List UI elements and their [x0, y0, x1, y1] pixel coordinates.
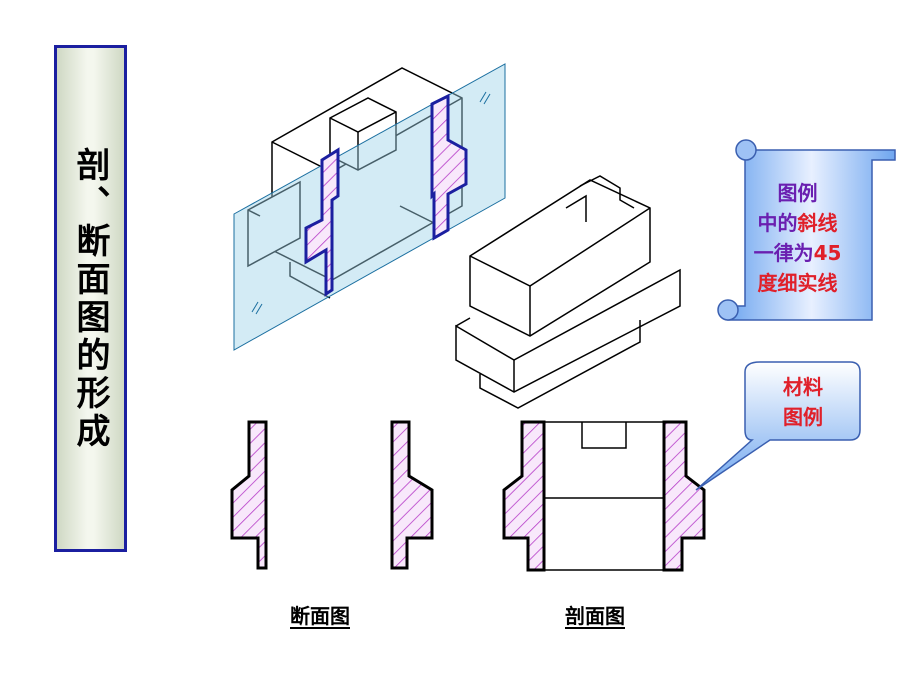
callout-line-1: 材料 [783, 375, 823, 399]
section-view-label: 断面图 [290, 604, 350, 628]
plane-section-left [304, 147, 340, 297]
section-view-right [390, 420, 434, 570]
callout-line-2: 图例 [783, 405, 823, 429]
plane-section-right [430, 93, 468, 241]
scroll-line-3: 一律为 [753, 241, 814, 265]
scroll-note [717, 139, 896, 321]
section-view-left [230, 420, 268, 570]
title-panel: 剖、断面图的形成 [54, 45, 127, 552]
scroll-line-2b: 斜线 [797, 211, 838, 235]
scroll-note-text: 图例 中的斜线 一律为45 度细实线 [740, 178, 855, 298]
cut-view-label: 剖面图 [565, 604, 625, 628]
cut-view [502, 420, 706, 572]
material-callout-text: 材料 图例 [758, 372, 848, 432]
material-callout [695, 361, 861, 491]
scroll-line-3b: 45 [813, 241, 842, 265]
scroll-line-1: 图例 [777, 181, 818, 205]
slide-title: 剖、断面图的形成 [70, 146, 110, 451]
isometric-half-block [455, 175, 681, 409]
scroll-line-2a: 中的 [757, 211, 798, 235]
scroll-line-4: 度细实线 [757, 271, 838, 295]
